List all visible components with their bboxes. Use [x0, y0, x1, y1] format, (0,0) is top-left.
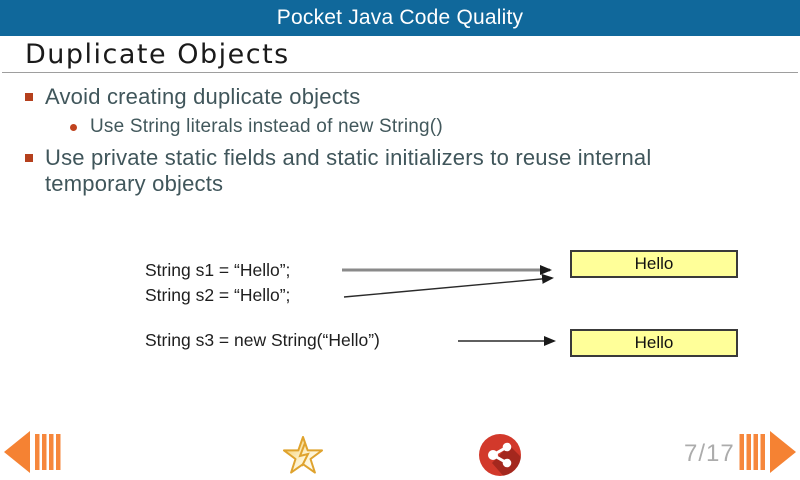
- share-icon: [479, 434, 521, 476]
- favorite-button[interactable]: [283, 435, 323, 475]
- bullet-square-marker: [25, 154, 33, 162]
- bullet-item: Avoid creating duplicate objects: [45, 84, 361, 109]
- bullet-square-marker: [25, 93, 33, 101]
- title-divider: [2, 72, 798, 73]
- sub-bullet-item: Use String literals instead of new Strin…: [90, 116, 443, 137]
- string-object-box: Hello: [570, 250, 738, 278]
- app-title: Pocket Java Code Quality: [276, 6, 524, 29]
- reference-arrows: [342, 265, 556, 346]
- app-header: Pocket Java Code Quality: [0, 0, 800, 36]
- bullet-dot-marker: [70, 124, 77, 131]
- string-object-value: Hello: [634, 333, 674, 352]
- page-indicator: 7/17: [684, 440, 735, 467]
- code-statement-s1: String s1 = “Hello”;: [145, 260, 291, 280]
- previous-slide-button[interactable]: [4, 431, 62, 473]
- arrow-s2-to-box1: [343, 273, 554, 298]
- share-button[interactable]: [478, 433, 522, 477]
- code-statement-s3: String s3 = new String(“Hello”): [145, 330, 380, 350]
- star-icon: [283, 436, 323, 474]
- string-object-value: Hello: [634, 254, 674, 273]
- fast-forward-icon: [739, 431, 796, 473]
- string-object-box: Hello: [570, 329, 738, 357]
- slide-title: Duplicate Objects: [25, 39, 290, 70]
- bullet-item: Use private static fields and static ini…: [45, 145, 652, 196]
- next-slide-button[interactable]: [738, 431, 796, 473]
- code-statement-s2: String s2 = “Hello”;: [145, 285, 291, 305]
- fast-backward-icon: [4, 431, 61, 473]
